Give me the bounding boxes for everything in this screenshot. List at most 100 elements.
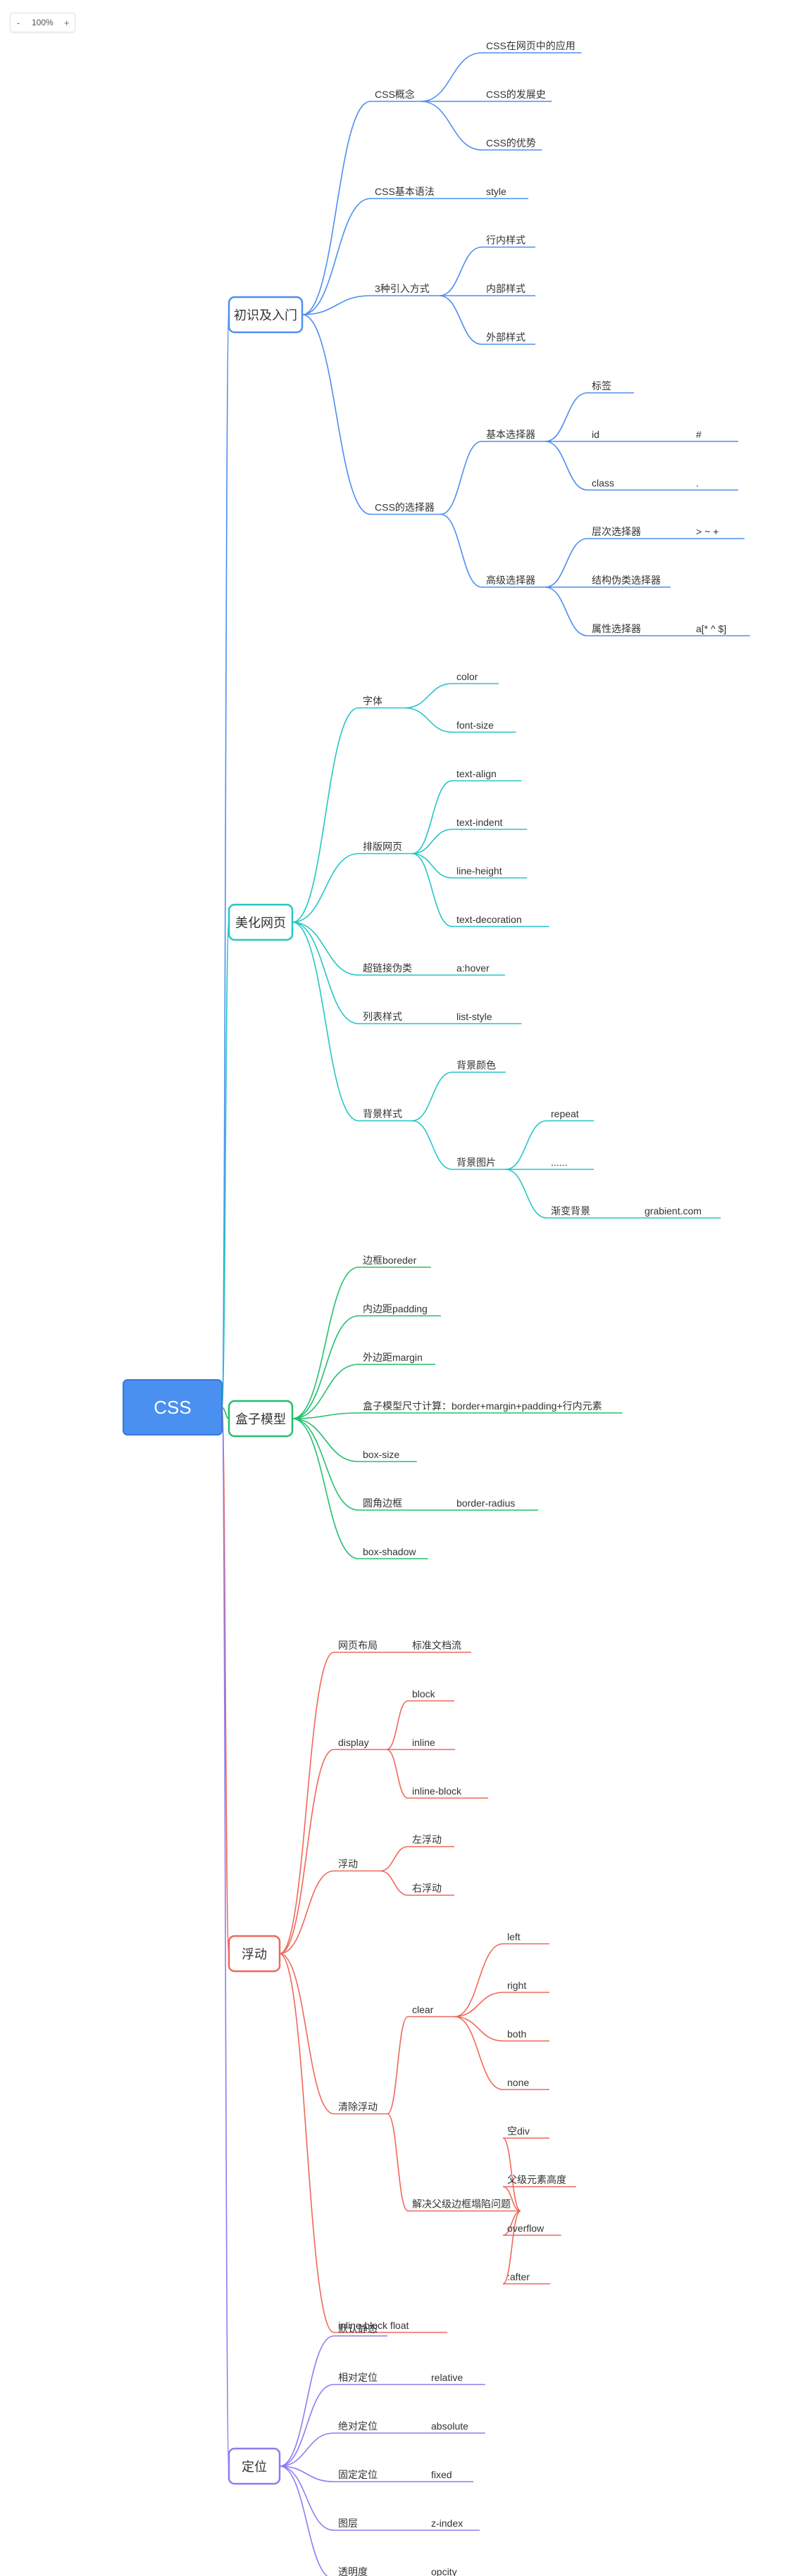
node-text-align[interactable]: text-align: [452, 768, 522, 781]
branch-position[interactable]: 定位: [228, 2447, 281, 2485]
node-css[interactable]: CSS的优势: [482, 137, 542, 151]
node-node[interactable]: 固定定位: [334, 2469, 387, 2482]
node-margin[interactable]: 外边距margin: [359, 1352, 436, 1365]
node-node[interactable]: 清除浮动: [334, 2101, 387, 2115]
node-list-style[interactable]: list-style: [452, 1011, 522, 1024]
node-z-index[interactable]: z-index: [427, 2518, 480, 2531]
node-inline-block-float[interactable]: inline-block float: [334, 2320, 448, 2333]
node-node[interactable]: #: [692, 429, 738, 442]
node-inline-block[interactable]: inline-block: [408, 1785, 489, 1799]
node-node[interactable]: .: [692, 477, 738, 491]
node-right[interactable]: right: [503, 1980, 549, 1993]
node-a-hover[interactable]: a:hover: [452, 962, 505, 976]
node-grabient-com[interactable]: grabient.com: [640, 1205, 721, 1219]
node-css[interactable]: CSS的发展史: [482, 89, 552, 102]
branch-connector: [221, 1407, 230, 2467]
branch-boxmodel[interactable]: 盒子模型: [228, 1400, 294, 1438]
node-node[interactable]: 高级选择器: [482, 574, 545, 588]
node-node[interactable]: 超链接伪类: [359, 962, 422, 976]
branch-beautify[interactable]: 美化网页: [228, 903, 294, 941]
node-fixed[interactable]: fixed: [427, 2469, 473, 2482]
node-font-size[interactable]: font-size: [452, 720, 516, 733]
node-left[interactable]: left: [503, 1931, 549, 1944]
node-node[interactable]: 列表样式: [359, 1011, 412, 1024]
node-3[interactable]: 3种引入方式: [371, 283, 440, 296]
node-clear[interactable]: clear: [408, 2004, 454, 2018]
connector: [505, 1120, 547, 1170]
node-node[interactable]: 行内样式: [482, 234, 535, 248]
branch-label: 美化网页: [235, 916, 286, 930]
node-block[interactable]: block: [408, 1688, 454, 1702]
node-repeat[interactable]: repeat: [547, 1108, 595, 1121]
connector: [440, 441, 483, 515]
node-css[interactable]: CSS基本语法: [371, 186, 441, 199]
node-color[interactable]: color: [452, 671, 499, 684]
node-box-shadow[interactable]: box-shadow: [359, 1546, 428, 1559]
node-overflow[interactable]: overflow: [503, 2223, 561, 2236]
node-node[interactable]: 父级元素高度: [503, 2174, 576, 2187]
node-node[interactable]: 绝对定位: [334, 2420, 387, 2434]
mindmap-nodes: CSS 初识及入门 CSS概念 CSS在网页中的应用 CSS的发展史 CSS的优势 CSS基…: [123, 40, 750, 2576]
node-none[interactable]: none: [503, 2077, 549, 2090]
node-node[interactable]: 左浮动: [408, 1834, 454, 1847]
node-node[interactable]: 背景样式: [359, 1108, 412, 1121]
node-border-margin-padding[interactable]: 盒子模型尺寸计算：border+margin+padding+行内元素: [359, 1400, 623, 1414]
node-a[interactable]: a[* ^ $]: [692, 623, 750, 636]
connector: [404, 707, 453, 733]
node-id[interactable]: id: [587, 429, 634, 442]
node-node[interactable]: 标准文档流: [408, 1640, 471, 1653]
node-css[interactable]: CSS的选择器: [371, 502, 441, 515]
node-display[interactable]: display: [334, 1737, 387, 1750]
node-class[interactable]: class: [587, 477, 634, 491]
node-node[interactable]: 属性选择器: [587, 623, 651, 636]
node-node[interactable]: 字体: [359, 696, 405, 709]
node-node[interactable]: 排版网页: [359, 841, 412, 855]
node-node[interactable]: 渐变背景: [547, 1205, 600, 1219]
node-div[interactable]: 空div: [503, 2125, 549, 2139]
node-relative[interactable]: relative: [427, 2372, 485, 2385]
node-node[interactable]: 网页布局: [334, 1640, 387, 1653]
node-padding[interactable]: 内边距padding: [359, 1303, 441, 1317]
node-label: list-style: [456, 1011, 492, 1022]
node-node[interactable]: 背景图片: [452, 1157, 506, 1170]
node-node[interactable]: 结构伪类选择器: [587, 574, 671, 588]
connector: [279, 1652, 335, 1954]
node-node[interactable]: 默认静态: [334, 2323, 387, 2337]
root-node[interactable]: CSS: [123, 1379, 223, 1435]
node-border-radius[interactable]: border-radius: [452, 1497, 538, 1511]
node-node[interactable]: 透明度: [334, 2566, 380, 2576]
node-node[interactable]: 层次选择器: [587, 526, 651, 539]
node-node[interactable]: > ~ +: [692, 526, 745, 539]
node-css[interactable]: CSS在网页中的应用: [482, 40, 582, 54]
node-node[interactable]: ......: [547, 1157, 595, 1170]
zoom-out-button[interactable]: -: [16, 17, 20, 28]
node-node[interactable]: 右浮动: [408, 1883, 454, 1896]
node-node[interactable]: 内部样式: [482, 283, 535, 296]
node-boreder[interactable]: 边框boreder: [359, 1255, 431, 1268]
node-node[interactable]: 标签: [587, 380, 634, 394]
branch-intro[interactable]: 初识及入门: [228, 296, 304, 334]
branch-float[interactable]: 浮动: [228, 1935, 281, 1973]
node-text-indent[interactable]: text-indent: [452, 817, 528, 830]
node-opcity[interactable]: opcity: [427, 2566, 474, 2576]
node-text-decoration[interactable]: text-decoration: [452, 914, 549, 927]
connector: [279, 2465, 328, 2576]
node-node[interactable]: 背景颜色: [452, 1060, 506, 1073]
node-node[interactable]: 基本选择器: [482, 429, 545, 442]
node-node[interactable]: 图层: [334, 2518, 380, 2531]
node-node[interactable]: 外部样式: [482, 332, 535, 345]
node-node[interactable]: 相对定位: [334, 2372, 387, 2385]
zoom-in-button[interactable]: +: [63, 17, 70, 28]
node-line-height[interactable]: line-height: [452, 865, 528, 879]
node-node[interactable]: 圆角边框: [359, 1497, 412, 1511]
node-box-size[interactable]: box-size: [359, 1449, 417, 1462]
node-css[interactable]: CSS概念: [371, 89, 421, 102]
node-after[interactable]: :after: [503, 2271, 551, 2285]
node-node[interactable]: 解决父级边框塌陷问题: [408, 2199, 521, 2212]
connector: [301, 101, 371, 315]
node-absolute[interactable]: absolute: [427, 2420, 485, 2434]
node-node[interactable]: 浮动: [334, 1859, 380, 1872]
node-both[interactable]: both: [503, 2028, 549, 2042]
node-inline[interactable]: inline: [408, 1737, 456, 1750]
node-style[interactable]: style: [482, 186, 528, 199]
